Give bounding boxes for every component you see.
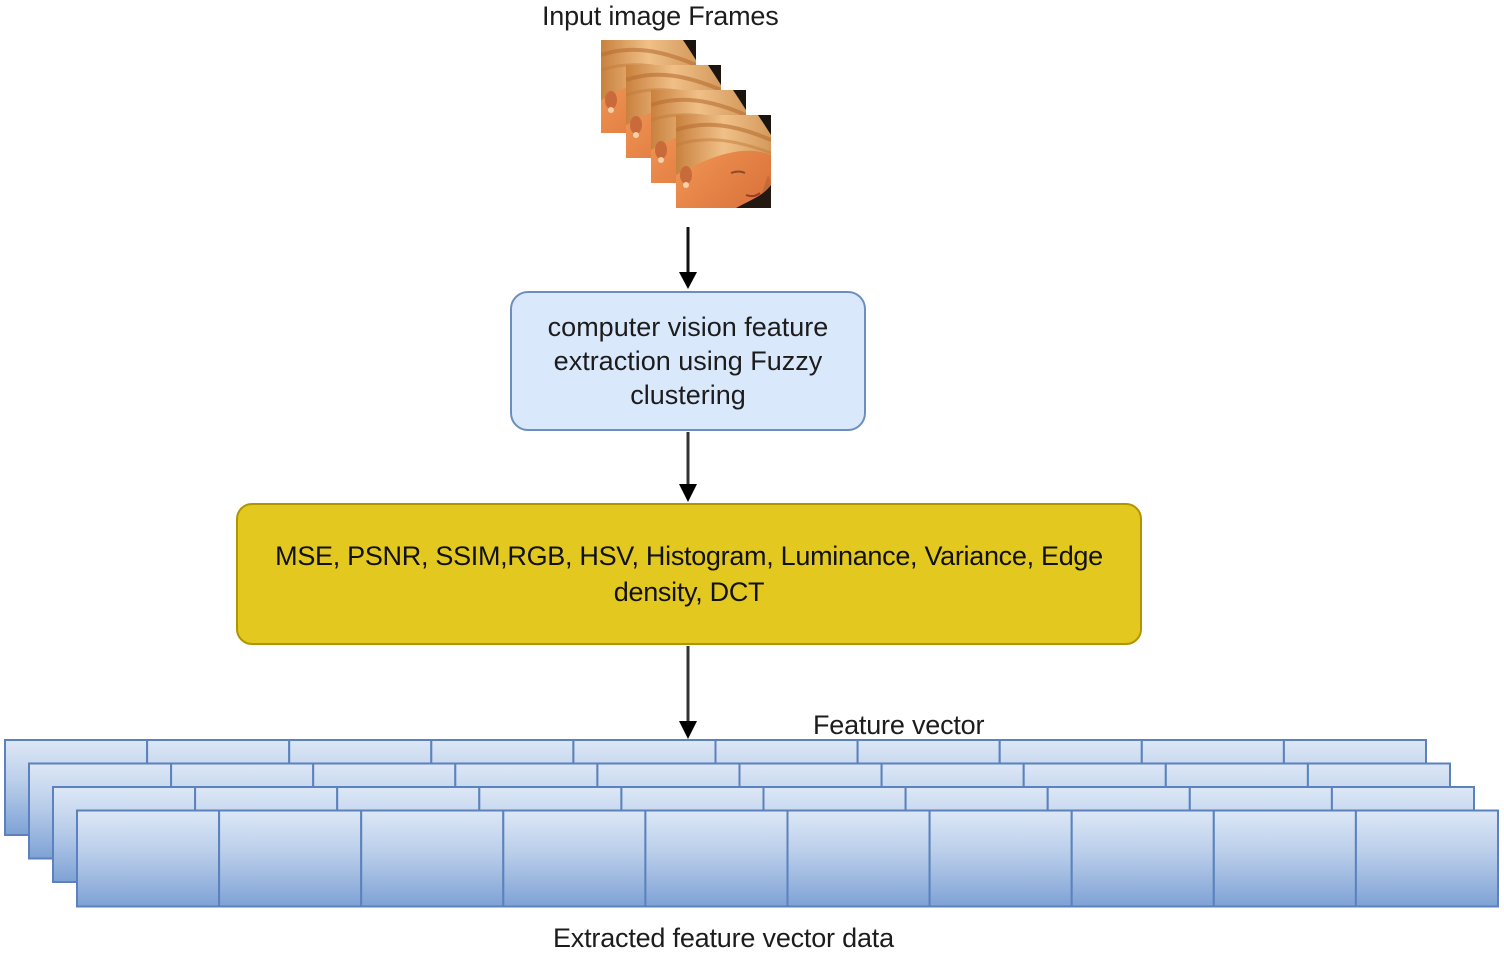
features-list-node: MSE, PSNR, SSIM,RGB, HSV, Histogram, Lum…: [236, 503, 1142, 645]
feature-extraction-line-1: computer vision feature: [547, 312, 829, 342]
feature-vector-cell: [360, 809, 505, 908]
input-frames-label: Input image Frames: [542, 1, 779, 31]
feature-vector-cell: [218, 809, 363, 908]
feature-vector-cell: [786, 809, 931, 908]
feature-vector-cell: [76, 809, 221, 908]
feature-vector-cell: [1070, 809, 1215, 908]
feature-extraction-line-2: extraction using Fuzzy: [553, 346, 823, 376]
arrowhead-icon: [679, 721, 697, 739]
extracted-feature-vector-label: Extracted feature vector data: [553, 923, 894, 953]
input-frame-image: [676, 115, 771, 208]
feature-vector-cell: [928, 809, 1073, 908]
feature-vector-layer: [76, 809, 1500, 908]
feature-vector-label: Feature vector: [813, 710, 985, 740]
feature-vector-cell: [1212, 809, 1357, 908]
feature-vector-cell: [502, 809, 647, 908]
arrowhead-icon: [679, 272, 697, 289]
features-line-1: MSE, PSNR, SSIM,RGB, HSV, Histogram, Lum…: [275, 541, 1103, 571]
arrowhead-icon: [679, 484, 697, 502]
feature-extraction-node: computer vision feature extraction using…: [510, 291, 866, 431]
feature-extraction-line-3: clustering: [630, 380, 746, 410]
features-line-2: density, DCT: [613, 577, 765, 607]
feature-vector-cell: [1354, 809, 1500, 908]
feature-vector-cell: [644, 809, 789, 908]
